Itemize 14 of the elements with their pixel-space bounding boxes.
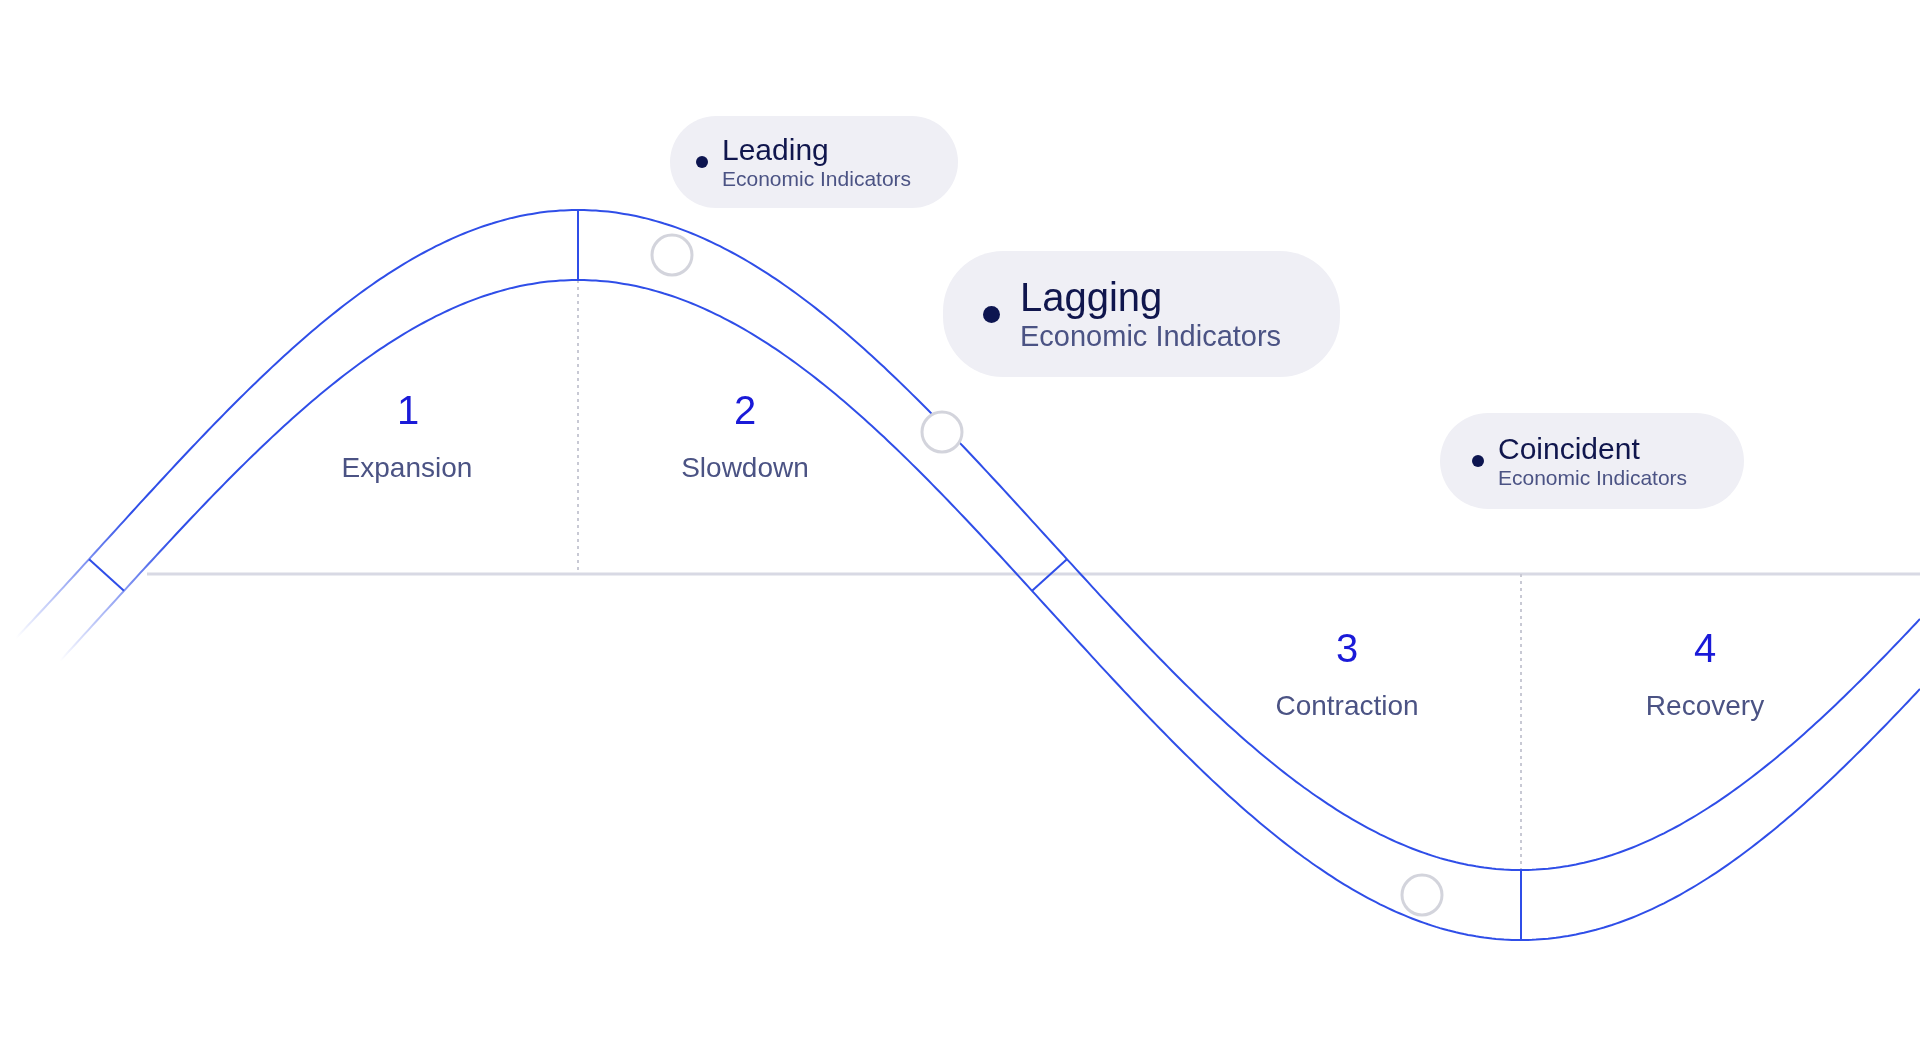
phase-name: Contraction [1275, 690, 1419, 722]
indicator-title: Lagging [1020, 274, 1164, 321]
phase-number: 4 [1693, 626, 1717, 671]
indicator-subtitle: Economic Indicators [722, 167, 912, 192]
phase-name: Expansion [341, 452, 473, 484]
indicator-subtitle: Economic Indicators [1498, 466, 1688, 491]
phase-name: Slowdown [681, 452, 809, 484]
phase-number: 2 [733, 388, 757, 433]
phase-number: 1 [396, 388, 420, 433]
indicator-title: Leading [722, 132, 830, 168]
indicator-title: Coincident [1498, 431, 1641, 467]
phase-number: 3 [1335, 626, 1359, 671]
phase-name: Recovery [1645, 690, 1765, 722]
indicator-subtitle: Economic Indicators [1020, 320, 1282, 354]
